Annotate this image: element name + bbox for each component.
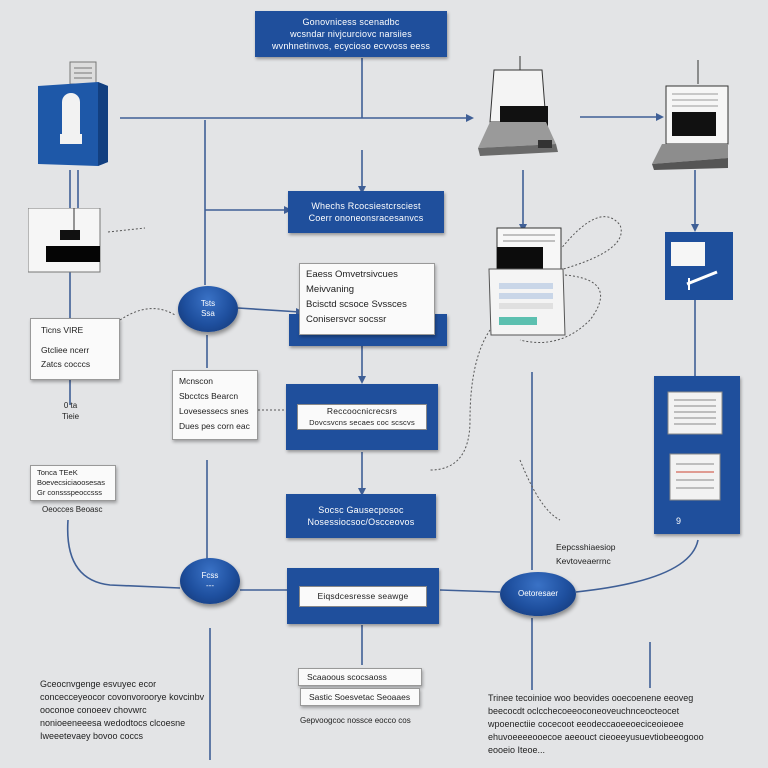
right-label: Eepcsshiaesiop Kevtoveaerrnc <box>556 540 616 568</box>
center-sub-text: Dovcsvcns secaes coc scscvs <box>309 418 415 427</box>
mid-left-form: Mcnscon Sbcctcs Bearcn Lovesessecs snes … <box>172 370 258 440</box>
top-title-box: Gonovnicess scenadbc wcsndar nivjcurciov… <box>255 11 447 57</box>
right-label-line-1: Eepcsshiaesiop <box>556 542 616 552</box>
svg-text:9: 9 <box>676 516 681 526</box>
center-inner-text: Reccoocnicrecsrs <box>326 406 398 416</box>
top-title-line-1: Gonovnicess scenadbc <box>302 17 400 27</box>
lower-mid-line-1: Socsc Gausecposoc <box>318 505 404 515</box>
right-server-panel: 9 <box>654 376 740 534</box>
laptop-icon <box>478 56 558 156</box>
mid-left-line-1: Mcnscon <box>179 376 214 386</box>
node1-line-1: Tsts <box>200 299 216 308</box>
network-node-3: Oetoresaer <box>500 572 576 616</box>
left-lower-line-3: Gr conssspeoccsss <box>37 488 103 497</box>
services-line-4: Conisersvcr socssr <box>306 314 387 325</box>
lower-mid-box: Socsc Gausecposoc Nosessiocsoc/Oscceovos <box>286 494 436 538</box>
bottom-stack-row-2: Sastic Soesvetac Seoaaes <box>300 688 420 706</box>
bottom-right-paragraph: Trinee tecoinioe woo beovides ooecoenene… <box>488 693 704 755</box>
lower-mid-line-2: Nosessiocsoc/Oscceovos <box>307 517 415 527</box>
services-line-3: Bcisctd scsoce Svssces <box>306 299 407 310</box>
left-lower-line-2: Boevecsiciaoosesas <box>37 478 105 487</box>
node3-line-1: Oetoresaer <box>517 589 559 598</box>
network-node-2: Fcss --- <box>180 558 240 604</box>
left-lower-caption: Oeocces Beoasc <box>42 505 103 514</box>
bottom-center-inner: Eiqsdcesresse seawge <box>299 585 427 607</box>
server-rack-icon: 9 <box>667 391 723 526</box>
center-box: Reccoocnicrecsrs Dovcsvcns secaes coc sc… <box>286 384 438 450</box>
bottom-stack-caption: Gepvoogcoc nossce eocco cos <box>300 716 411 725</box>
bottom-center-box: Eiqsdcesresse seawge <box>287 568 439 624</box>
left-lower-line-1: Tonca TEeK <box>37 468 78 477</box>
card-terminal-icon <box>28 208 101 273</box>
node1-line-2: Ssa <box>201 309 215 318</box>
left-small-line-1: 0 ta <box>63 401 78 410</box>
top-title-line-3: wvnhnetinvos, ecycioso ecvvoss eess <box>271 41 431 51</box>
mid-top-line-1: Whechs Rcocsiestcrsciest <box>311 201 421 211</box>
network-node-1: Tsts Ssa <box>178 286 238 332</box>
right-label-line-2: Kevtoveaerrnc <box>556 556 611 566</box>
mid-left-line-2: Sbcctcs Bearcn <box>179 391 239 401</box>
services-line-1: Eaess Omvetrsivcues <box>306 269 398 280</box>
mid-top-box: Whechs Rcocsiestcrsciest Coerr ononeonsr… <box>288 191 444 233</box>
left-small-line-2: Tieie <box>62 412 80 421</box>
mid-top-line-2: Coerr ononeonsracesanvcs <box>308 213 424 223</box>
tablet-device-icon <box>665 232 733 300</box>
mid-left-line-3: Lovesessecs snes <box>179 406 249 416</box>
center-box-inner: Reccoocnicrecsrs Dovcsvcns secaes coc sc… <box>297 404 427 430</box>
mid-left-line-4: Dues pes corn eac <box>179 421 250 431</box>
left-form-line-2: Gtcliee ncerr <box>41 345 90 355</box>
bottom-stack-row-1: Scaaoous scocsaoss <box>298 668 422 686</box>
left-form-line-3: Zatcs cocccs <box>41 359 91 369</box>
node2-line-2: --- <box>206 581 214 590</box>
node2-line-1: Fcss <box>201 571 219 580</box>
bottom-left-paragraph: Gceocnvgenge esvuyec ecor concecceyeocor… <box>40 679 205 741</box>
document-monitor-icon <box>488 227 566 336</box>
top-title-line-2: wcsndar nivjcurciovc narsiies <box>290 29 412 39</box>
services-line-2: Meivvaning <box>306 284 355 295</box>
left-form-card: Ticns VIRE Gtcliee ncerr Zatcs cocccs <box>30 318 120 380</box>
server-lock-icon <box>38 61 108 166</box>
laptop-icon-2 <box>652 60 729 170</box>
left-small-label: 0 ta Tieie <box>62 400 79 422</box>
left-form-line-1: Ticns VIRE <box>41 325 84 335</box>
left-lower-form: Tonca TEeK Boevecsiciaoosesas Gr consssp… <box>30 465 116 501</box>
services-panel: Eaess Omvetrsivcues Meivvaning Bcisctd s… <box>299 263 435 335</box>
